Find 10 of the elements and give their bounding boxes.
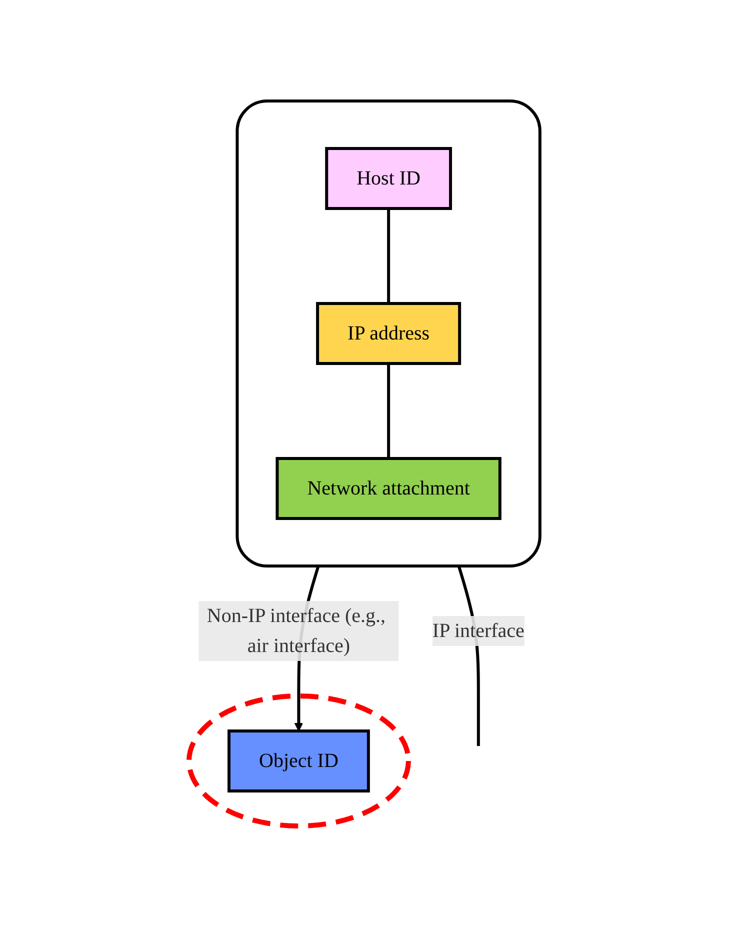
connector	[387, 363, 390, 458]
cluster	[186, 692, 411, 828]
cluster	[236, 99, 542, 567]
node-box: Object ID	[228, 728, 370, 792]
node-box: IP address	[316, 302, 462, 364]
node-box: Network attachment	[276, 456, 502, 520]
edge-label: Non-IP interface (e.g., air interface)	[206, 604, 386, 656]
edge-label: IP interface	[432, 619, 524, 642]
connector	[387, 208, 390, 303]
node-box: Host ID	[325, 146, 452, 210]
